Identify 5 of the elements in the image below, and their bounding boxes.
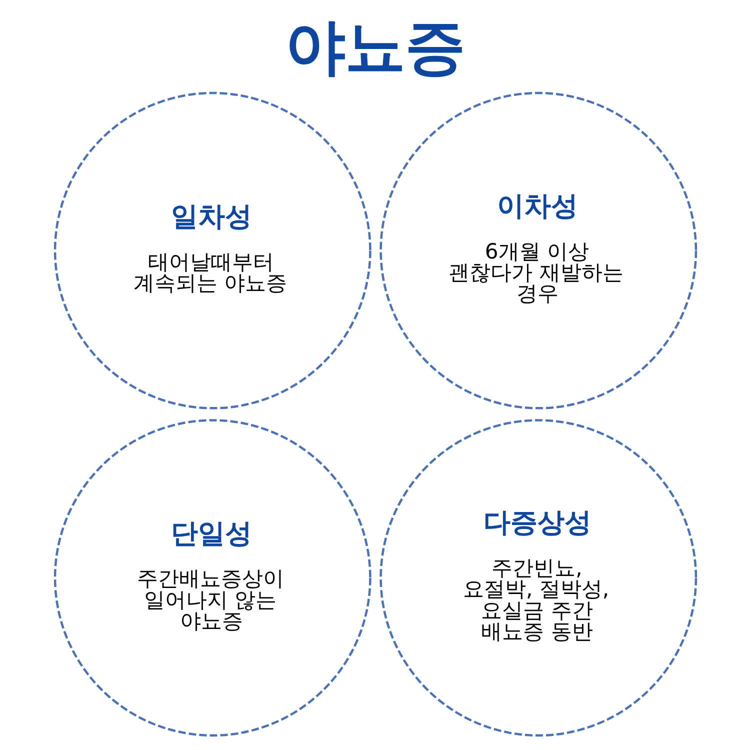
node-circle: 단일성 주간배뇨증상이 일어나지 않는 야뇨증 <box>53 419 371 737</box>
node-circle: 이차성 6개월 이상 괜찮다가 재발하는 경우 <box>379 92 697 410</box>
node-circle: 다증상성 주간빈뇨, 요절박, 절박성, 요실금 주간 배뇨증 동반 <box>379 419 697 737</box>
node-circle: 일차성 태어날때부터 계속되는 야뇨증 <box>53 92 371 410</box>
diagram-title: 야뇨증 <box>284 12 465 82</box>
